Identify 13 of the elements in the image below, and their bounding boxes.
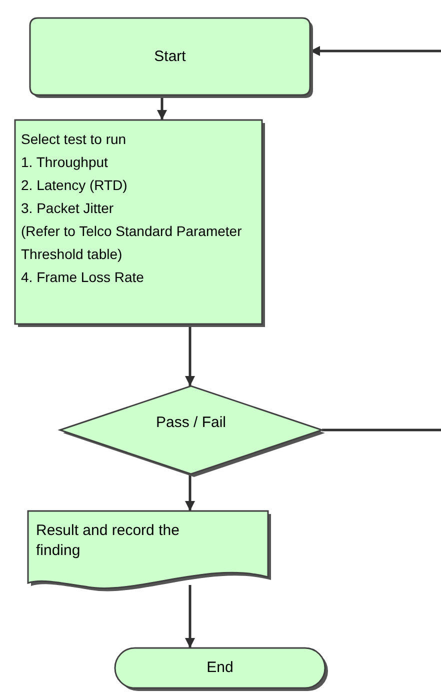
node-label: End [206, 658, 234, 678]
list-line: (Refer to Telco Standard Parameter Threshold table) [21, 222, 243, 264]
list-line: 3. Packet Jitter [21, 199, 114, 218]
list-line: Select test to run [21, 130, 126, 149]
node-label: Start [154, 46, 186, 66]
node-label: Pass / Fail [156, 413, 226, 433]
node-label: Result and record the finding [36, 521, 180, 561]
list-line: 1. Throughput [21, 153, 108, 172]
arrow [185, 474, 195, 511]
list-line: 4. Frame Loss Rate [21, 268, 144, 287]
arrow [185, 585, 195, 648]
connector-line [322, 428, 441, 432]
list-line: 2. Latency (RTD) [21, 176, 128, 195]
